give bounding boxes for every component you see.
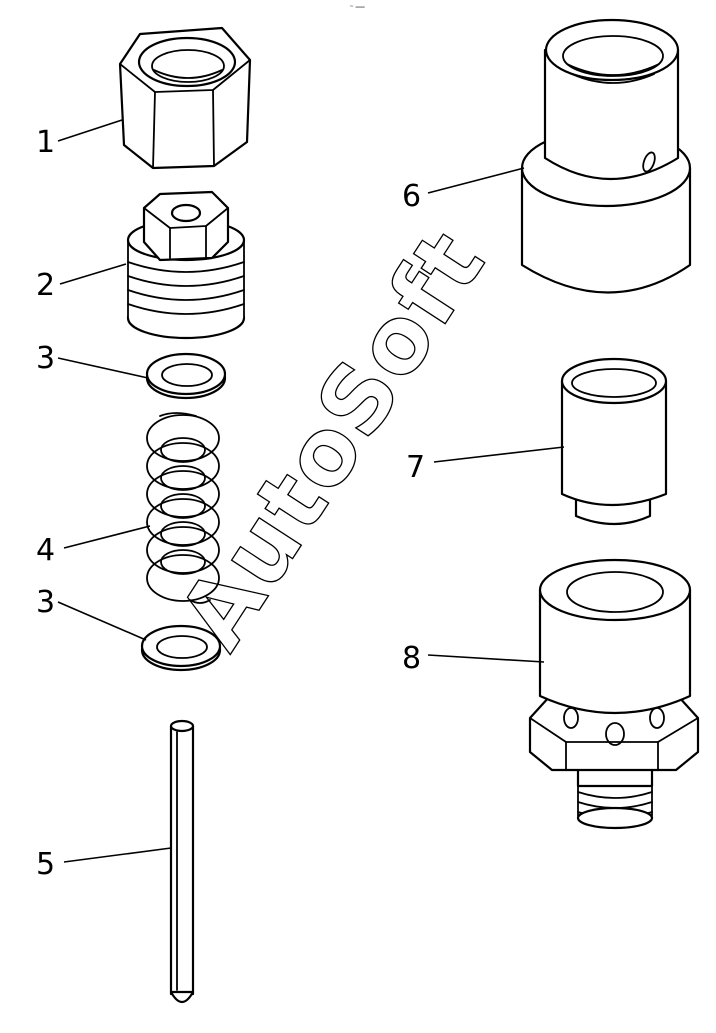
callout-1: 1 (36, 125, 55, 160)
callout-4: 4 (36, 533, 55, 568)
callout-3-lower: 3 (36, 585, 55, 620)
part-8-valve-body (528, 558, 700, 830)
callout-6: 6 (402, 179, 421, 214)
part-6-stepped-sleeve (520, 18, 692, 294)
callout-3-upper: 3 (36, 341, 55, 376)
callout-7: 7 (406, 450, 425, 485)
part-7-bushing (560, 357, 668, 526)
part-4-coil-spring (146, 412, 220, 604)
part-5-push-rod (169, 719, 195, 1004)
part-3-washer-lower (140, 624, 222, 672)
top-mark: ™ ═══ (349, 5, 366, 11)
part-2-threaded-plug (126, 190, 246, 340)
part-3-washer-upper (145, 352, 227, 400)
callout-5: 5 (36, 847, 55, 882)
callout-8: 8 (402, 641, 421, 676)
callout-2: 2 (36, 268, 55, 303)
part-1-hex-nut (118, 26, 252, 170)
leader-lines (57, 119, 565, 863)
